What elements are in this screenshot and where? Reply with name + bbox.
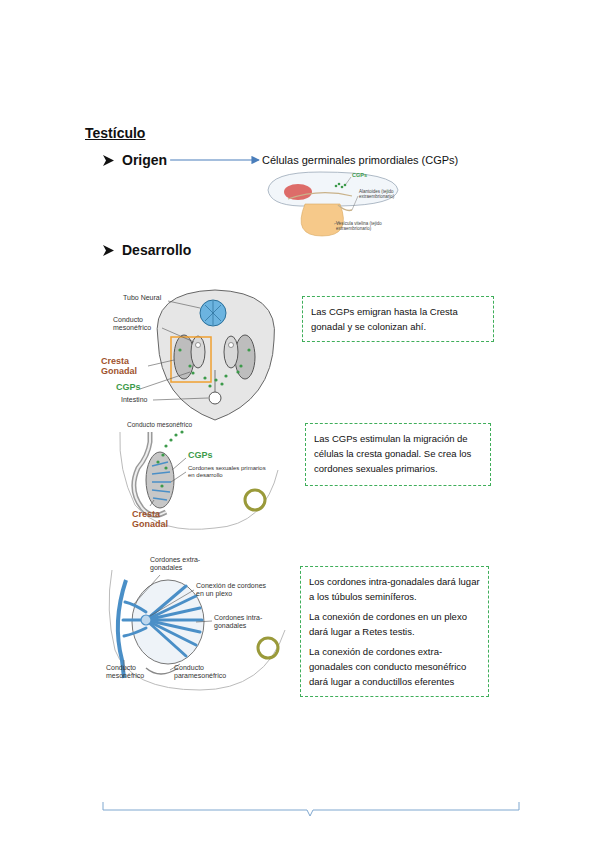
origin-text: Células germinales primordiales (CGPs)	[262, 154, 458, 166]
embryo-illustration	[268, 172, 398, 236]
neural-tube	[200, 300, 226, 326]
part-label: Conducto mesonéfrico	[113, 316, 161, 332]
cords	[123, 586, 202, 656]
mesonephros	[191, 336, 205, 368]
part-label: Conducto mesonéfrico	[106, 664, 158, 680]
note-box: Los cordones intra-gonadales dará lugar …	[300, 566, 489, 697]
node-text: Las CGPs emigran hasta la Cresta gonadal…	[311, 304, 485, 334]
part-label: Vesícula vitelina (tejido extraembrionar…	[336, 221, 398, 231]
intestine-ring	[258, 638, 278, 658]
part-label: Cresta Gonadal	[101, 356, 147, 377]
embryo-disc	[288, 193, 352, 199]
intestine-ring	[245, 490, 265, 510]
part-label: Conducto paramesonéfrico	[174, 664, 246, 680]
gonadal-ridge	[146, 452, 174, 508]
neural-tube-lines	[205, 301, 221, 325]
page-title: Testículo	[85, 125, 145, 141]
node-text: La conexión de cordones en un plexo dará…	[309, 609, 480, 639]
part-label: Cordones extra-gonadales	[150, 556, 210, 572]
part-label: Cresta Gonadal	[132, 509, 178, 530]
node-text: Células germinales primordiales (CGPs)	[262, 154, 458, 166]
cgp-dots	[156, 430, 183, 487]
embryo-outline	[157, 290, 274, 420]
mesonephros	[224, 336, 238, 368]
bullet-symbol	[103, 245, 114, 256]
yolk-sac	[301, 204, 343, 236]
ridge-illustration	[120, 430, 278, 529]
connector-arrow	[170, 159, 259, 160]
leader-lines	[124, 575, 212, 672]
part-label: Alantoides (tejido extraembrionario)	[359, 189, 421, 199]
part-label: Conducto mesonéfrico	[127, 421, 192, 428]
part-label: CGPs	[188, 450, 213, 460]
bullet-symbol	[103, 155, 114, 166]
leader-lines	[150, 458, 186, 506]
part-label: Intestino	[121, 396, 147, 404]
mesonephric-duct	[118, 580, 126, 678]
paramesonephric-duct	[146, 668, 178, 674]
note-box: Las CGPs estimulan la migración de célul…	[305, 423, 491, 486]
node-text: La conexión de cordones extra-gonadales …	[309, 644, 480, 689]
part-label: Tubo Neural	[123, 294, 161, 302]
body-outline	[109, 570, 285, 690]
part-label: Conexión de cordones en un plexo	[196, 582, 270, 598]
note-box: Las CGPs emigran hasta la Cresta gonadal…	[302, 296, 494, 342]
part-label: Cordones sexuales primarios en desarroll…	[188, 465, 268, 479]
cross-section-illustration	[140, 290, 275, 420]
part-label: Cordones intra-gonadales	[214, 614, 269, 630]
brace	[103, 802, 519, 816]
leader-lines	[140, 301, 208, 400]
gonad	[132, 580, 204, 664]
highlight-box	[171, 337, 211, 382]
node-text: Origen	[122, 152, 167, 168]
cgp-dots	[335, 183, 347, 189]
cords-illustration	[109, 570, 285, 690]
node-text: Las CGPs estimulan la migración de célul…	[314, 431, 482, 476]
plexus	[141, 615, 151, 625]
developing-cords	[152, 462, 171, 500]
part-label: CGPs	[116, 382, 141, 392]
bullet-heading: Origen	[122, 152, 167, 168]
intestine	[209, 392, 221, 404]
body-outline	[120, 432, 278, 529]
allantois	[338, 205, 352, 210]
node-text: Los cordones intra-gonadales dará lugar …	[309, 574, 480, 604]
leader-lines	[334, 177, 358, 224]
heart-shape	[284, 184, 312, 200]
bullet-heading: Desarrollo	[122, 242, 191, 258]
part-label: CGPs	[352, 172, 367, 178]
